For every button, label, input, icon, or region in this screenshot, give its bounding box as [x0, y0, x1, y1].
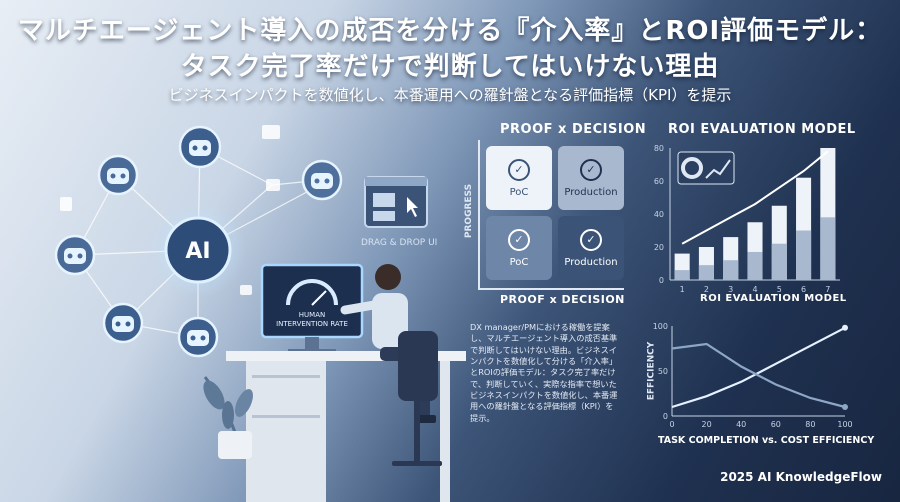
footer-credit: 2025 AI KnowledgeFlow — [720, 470, 882, 484]
matrix-quadrant: ✓ PoC — [486, 216, 552, 280]
roi-x-tick: 5 — [777, 285, 782, 294]
title-line-1: マルチエージェント導入の成否を分ける『介入率』とROI評価モデル： — [17, 16, 883, 46]
quadrant-label: PoC — [509, 256, 529, 268]
eff-y-tick: 0 — [663, 412, 668, 421]
agent-network-illustration: AI — [54, 125, 466, 502]
roi-caption: ROI EVALUATION MODEL — [700, 293, 847, 304]
eff-x-tick: 60 — [771, 420, 781, 429]
roi-bar-chart: 0 20 40 60 80 1 2 3 4 5 6 7 — [654, 144, 840, 294]
roi-x-tick: 2 — [704, 285, 709, 294]
roi-y-tick: 60 — [654, 177, 664, 186]
monitor-label-1: HUMAN — [299, 311, 325, 319]
subtitle: ビジネスインパクトを数値化し、本番運用への羅針盤となる評価指標（KPI）を提示 — [168, 86, 732, 104]
trend-icon — [705, 159, 731, 179]
roi-x-tick: 1 — [680, 285, 685, 294]
checkmark-icon: ✓ — [508, 158, 530, 181]
ai-hub-label: AI — [185, 239, 210, 264]
eff-x-tick: 20 — [702, 420, 712, 429]
eff-x-tick: 80 — [805, 420, 815, 429]
robot-agent-icon — [97, 154, 139, 196]
roi-y-tick: 20 — [654, 243, 664, 252]
matrix-x-axis — [478, 288, 624, 290]
chair-icon — [392, 331, 442, 466]
quadrant-label: PoC — [509, 186, 529, 198]
roi-bar-lower — [698, 265, 714, 280]
matrix-panel: PROGRESS ✓ PoC ✓ Production ✓ PoC ✓ Prod… — [464, 140, 624, 290]
dashboard-icon — [677, 151, 735, 185]
checkmark-icon: ✓ — [580, 158, 602, 181]
eff-series-line — [671, 326, 846, 409]
eff-arrow-head — [842, 324, 848, 331]
document-icon — [60, 125, 280, 295]
robot-agent-icon — [102, 302, 144, 344]
eff-x-tick: 40 — [736, 420, 746, 429]
donut-icon — [681, 157, 703, 179]
body-text: DX manager/PMにおける稼働を提案し、マルチエージェント導入の成否基準… — [470, 322, 618, 423]
roi-x-tick: 3 — [728, 285, 733, 294]
checkmark-icon: ✓ — [580, 228, 602, 251]
roi-bar-lower — [820, 217, 836, 280]
roi-bar-lower — [674, 270, 690, 280]
eff-x-tick: 100 — [837, 420, 852, 429]
robot-agent-icon — [177, 316, 219, 358]
plant-icon — [203, 376, 253, 459]
title-line-2: タスク完了率だけで判断してはいけない理由 — [180, 52, 720, 82]
ai-hub-icon — [164, 216, 232, 284]
roi-trend-line — [681, 150, 829, 245]
roi-y-tick: 40 — [654, 210, 664, 219]
eff-series-line — [671, 342, 846, 409]
matrix-quadrant: ✓ Production — [558, 216, 624, 280]
eff-arrow-head — [842, 404, 848, 410]
roi-y-tick: 80 — [654, 144, 664, 153]
efficiency-caption: TASK COMPLETION vs. COST EFFICIENCY — [658, 435, 875, 446]
eff-y-tick: 50 — [658, 367, 668, 376]
matrix-quadrant: ✓ PoC — [486, 146, 552, 210]
matrix-y-label: PROGRESS — [464, 183, 475, 239]
desk-icon — [226, 351, 466, 502]
eff-x-tick: 0 — [669, 420, 674, 429]
matrix-y-axis — [478, 140, 480, 290]
robot-agent-icon — [178, 125, 222, 169]
roi-x-tick: 4 — [752, 285, 757, 294]
quadrant-label: Production — [564, 256, 618, 268]
roi-bar-lower — [723, 260, 739, 280]
matrix-heading: PROOF x DECISION — [500, 122, 647, 137]
roi-x-tick: 7 — [825, 285, 830, 294]
robot-agent-icon — [301, 159, 343, 201]
matrix-x-label: PROOF x DECISION — [500, 293, 625, 306]
drag-drop-window-icon — [364, 176, 428, 228]
quadrant-label: Production — [564, 186, 618, 198]
roi-heading: ROI EVALUATION MODEL — [668, 122, 856, 137]
efficiency-line-chart: 0 50 100 0 20 40 60 80 100 — [653, 322, 853, 429]
roi-bar-lower — [796, 230, 812, 280]
monitor-label-2: INTERVENTION RATE — [276, 320, 348, 328]
eff-y-tick: 100 — [653, 322, 668, 331]
roi-y-tick: 0 — [659, 276, 664, 285]
drag-drop-label: DRAG & DROP UI — [361, 238, 437, 248]
roi-bar-lower — [747, 251, 763, 280]
roi-x-tick: 6 — [801, 285, 806, 294]
monitor-icon — [260, 263, 364, 354]
checkmark-icon: ✓ — [508, 228, 530, 251]
matrix-quadrant: ✓ Production — [558, 146, 624, 210]
roi-bar-lower — [771, 243, 787, 280]
robot-agent-icon — [54, 234, 96, 276]
